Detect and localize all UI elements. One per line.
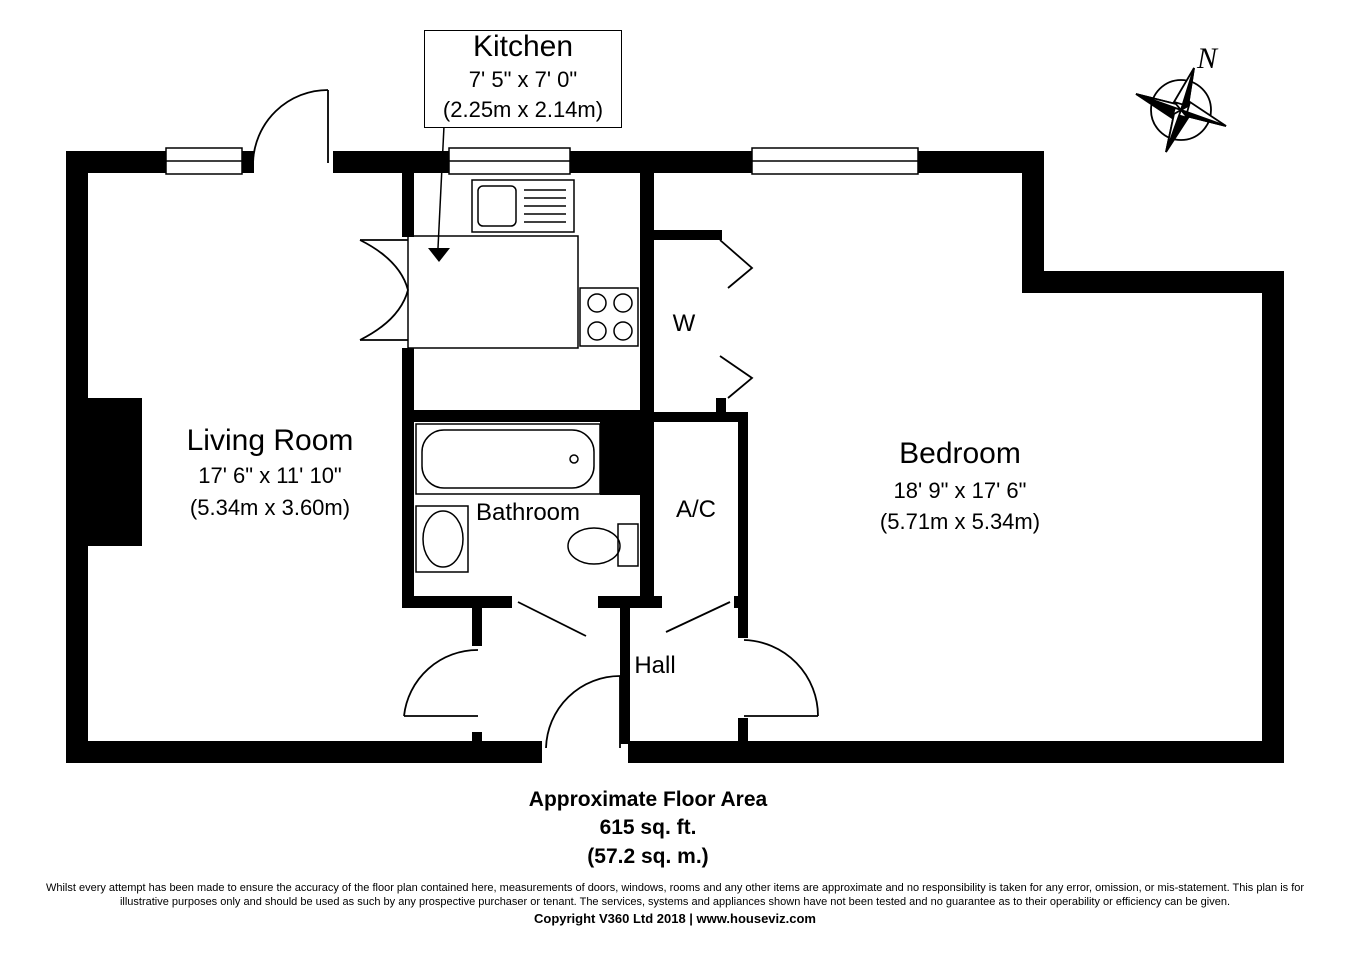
kitchen-metric: (2.25m x 2.14m) bbox=[442, 97, 604, 122]
kitchen-name: Kitchen bbox=[472, 30, 574, 63]
doors bbox=[252, 89, 819, 749]
bedroom-imperial: 18' 9" x 17' 6" bbox=[893, 478, 1027, 503]
living-room-imperial: 17' 6" x 11' 10" bbox=[198, 463, 342, 488]
airing-cupboard-label: A/C bbox=[675, 496, 716, 523]
bedroom-metric: (5.71m x 5.34m) bbox=[879, 509, 1041, 534]
living-room-metric: (5.34m x 3.60m) bbox=[189, 495, 351, 520]
compass-icon bbox=[1135, 67, 1227, 153]
living-room-name: Living Room bbox=[186, 424, 354, 457]
disclaimer-text: Whilst every attempt has been made to en… bbox=[45, 882, 1305, 908]
kitchen-pointer bbox=[428, 125, 450, 262]
kitchen-imperial: 7' 5" x 7' 0" bbox=[468, 67, 578, 92]
hall-label: Hall bbox=[634, 652, 676, 679]
area-heading: Approximate Floor Area bbox=[528, 788, 768, 811]
bathroom-label: Bathroom bbox=[475, 499, 581, 526]
outer-walls bbox=[66, 151, 1284, 763]
kitchen-fittings bbox=[407, 179, 639, 349]
interior-walls bbox=[402, 173, 748, 744]
copyright-text: Copyright V360 Ltd 2018 | www.houseviz.c… bbox=[533, 911, 816, 926]
area-imperial: 615 sq. ft. bbox=[599, 816, 697, 839]
wardrobe-label: W bbox=[672, 310, 696, 337]
bedroom-name: Bedroom bbox=[899, 437, 1021, 470]
windows bbox=[165, 147, 919, 175]
compass-label: N bbox=[1196, 42, 1219, 75]
area-metric: (57.2 sq. m.) bbox=[587, 845, 709, 868]
kitchen-label-box bbox=[424, 30, 622, 128]
bathroom-fittings bbox=[415, 423, 639, 573]
